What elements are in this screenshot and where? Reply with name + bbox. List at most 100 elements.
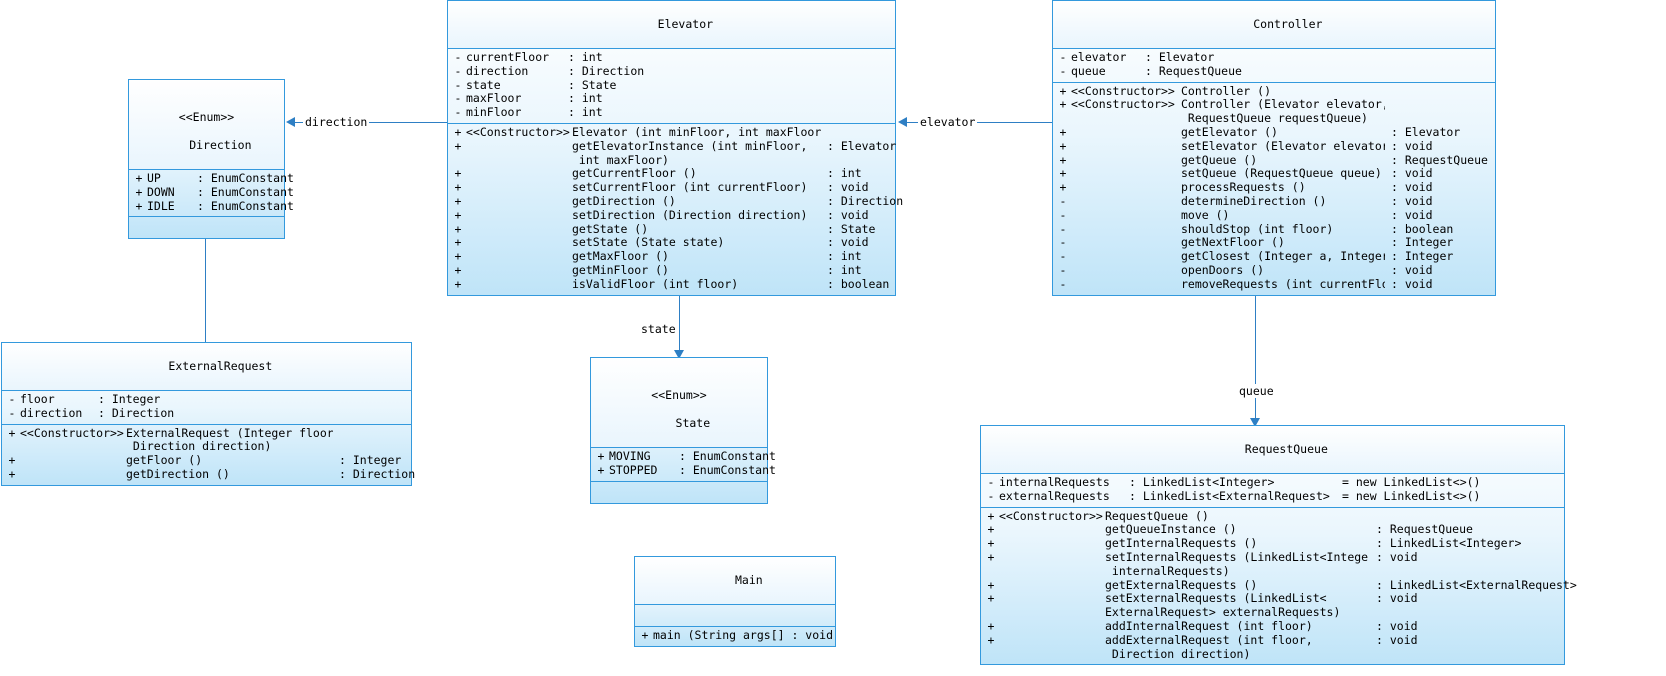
attribute-row: + DOWN : EnumConstant [129, 185, 294, 200]
method-row: + setQueue (RequestQueue queue) : void [1053, 167, 1495, 181]
attribute-initializer: = new LinkedList<>() [1342, 475, 1481, 489]
visibility-marker: + [135, 171, 143, 185]
class-box-elevator[interactable]: Elevator - currentFloor : int - directio… [447, 0, 904, 296]
attribute-type: : Direction [568, 63, 645, 78]
attribute-name: UP [147, 172, 161, 185]
method-row: + getInternalRequests () : LinkedList<In… [981, 536, 1564, 551]
edge-controller-queue-arrowhead [1250, 418, 1260, 427]
method-signature: openDoors () [1181, 263, 1265, 277]
attribute-row: - minFloor : int [448, 105, 895, 120]
method-row: - move () : void [1053, 207, 1495, 223]
method-return-type: : void [1376, 591, 1418, 606]
visibility-marker: + [1059, 180, 1067, 195]
attribute-type: : EnumConstant [197, 198, 294, 213]
class-box-main[interactable]: Main + main (String args[]) : void [634, 556, 836, 647]
method-row: + setElevator (Elevator elevator) : void [1053, 139, 1495, 154]
methods-section-elevator: + <<Constructor>> Elevator (int minFloor… [448, 124, 904, 295]
method-signature: removeRequests (int currentFloor) [1181, 277, 1385, 291]
method-signature: move () [1181, 208, 1230, 222]
visibility-marker: - [1059, 235, 1067, 250]
method-stereotype: <<Constructor>> [1071, 97, 1175, 112]
class-box-controller[interactable]: Controller - elevator : Elevator - queue… [1052, 0, 1496, 296]
visibility-marker: + [135, 198, 143, 213]
visibility-marker: - [987, 475, 995, 489]
visibility-marker: + [454, 193, 462, 208]
method-signature: getDirection () [126, 467, 230, 481]
method-signature: Controller () [1181, 84, 1272, 98]
class-name-main: Main [735, 573, 763, 587]
method-return-type: : boolean [827, 276, 890, 291]
visibility-marker: - [1059, 207, 1067, 222]
attribute-initializer: = new LinkedList<>() [1342, 488, 1481, 503]
method-return-type: : void [1391, 207, 1433, 222]
method-row: + getMaxFloor () : int [448, 249, 895, 264]
visibility-marker: + [1059, 124, 1067, 139]
method-row: + setDirection (Direction direction) : v… [448, 207, 895, 223]
method-row: + <<Constructor>> Controller () [1053, 83, 1495, 99]
method-return-type: : Integer [339, 453, 402, 468]
method-signature: getMinFloor () [572, 263, 669, 277]
method-signature: RequestQueue () [1105, 509, 1209, 523]
method-return-type: : void [827, 235, 869, 250]
attribute-type: : int [568, 91, 603, 106]
method-signature: getNextFloor () [1181, 236, 1285, 250]
attribute-type: : EnumConstant [197, 184, 294, 199]
attribute-name: externalRequests [999, 489, 1110, 503]
visibility-marker: - [454, 77, 462, 92]
method-row: - openDoors () : void [1053, 262, 1495, 278]
method-return-type: : void [1391, 276, 1433, 291]
method-signature: getQueue () [1181, 153, 1258, 167]
attribute-name: maxFloor [466, 92, 522, 106]
visibility-marker: - [1059, 262, 1067, 277]
class-box-external-request[interactable]: ExternalRequest - floor : Integer - dire… [1, 342, 416, 486]
visibility-marker: - [8, 405, 16, 420]
method-return-type: : void [1391, 166, 1433, 181]
method-row: + getQueue () : RequestQueue [1053, 152, 1495, 168]
attribute-row: + MOVING : EnumConstant [591, 449, 776, 464]
methods-section-direction [129, 217, 284, 238]
method-signature: processRequests () [1181, 181, 1306, 195]
attribute-row: - currentFloor : int [448, 50, 895, 65]
visibility-marker: + [454, 180, 462, 195]
edge-controller-elevator-arrowhead [898, 117, 907, 127]
method-signature: setState (State state) [572, 236, 725, 250]
edge-elevator-direction-line [294, 122, 448, 123]
class-box-state[interactable]: <<Enum>> State + MOVING : EnumConstant +… [590, 357, 776, 504]
method-return-type: : Direction [339, 466, 416, 481]
method-stereotype: <<Constructor>> [1071, 83, 1175, 98]
attribute-name: direction [466, 64, 529, 78]
method-row: - getClosest (Integer a, Integer b) : In… [1053, 249, 1495, 264]
attribute-row: - floor : Integer [2, 392, 411, 407]
method-signature: isValidFloor (int floor) [572, 277, 739, 291]
method-signature: setDirection (Direction direction) [572, 208, 808, 222]
method-row: + getElevator () : Elevator [1053, 124, 1495, 140]
method-row: + getQueueInstance () : RequestQueue [981, 523, 1564, 537]
edge-externalrequest-direction-line [205, 190, 206, 342]
attributes-section-elevator: - currentFloor : int - direction : Direc… [448, 49, 895, 124]
class-name-direction: Direction [189, 138, 252, 152]
class-stereotype-direction: <<Enum>> [178, 110, 235, 124]
visibility-marker: + [454, 207, 462, 222]
method-row: + getCurrentFloor () : int [448, 167, 895, 181]
method-row: + main (String args[]) : void [635, 628, 835, 643]
visibility-marker: - [454, 63, 462, 78]
attribute-row: - state : State [448, 77, 895, 93]
method-signature: addExternalRequest (int floor, Direction… [1105, 633, 1313, 661]
visibility-marker: + [8, 453, 16, 468]
class-title-elevator: Elevator [448, 1, 895, 49]
method-row: + <<Constructor>> RequestQueue () [981, 509, 1564, 524]
method-row: + <<Constructor>> Controller (Elevator e… [1053, 98, 1495, 126]
visibility-marker: - [987, 488, 995, 503]
visibility-marker: + [1059, 152, 1067, 167]
attribute-row: - direction : Direction [448, 63, 895, 79]
class-box-request-queue[interactable]: RequestQueue - internalRequests : Linked… [980, 425, 1577, 666]
method-return-type: : Integer [1391, 249, 1454, 264]
method-row: + setInternalRequests (LinkedList<Intege… [981, 550, 1564, 579]
method-row: + processRequests () : void [1053, 180, 1495, 195]
class-box-direction[interactable]: <<Enum>> Direction + UP : EnumConstant +… [128, 79, 294, 240]
visibility-marker: + [1059, 166, 1067, 181]
attribute-name: queue [1071, 64, 1106, 78]
visibility-marker: + [8, 466, 16, 481]
attribute-name: currentFloor [466, 51, 550, 64]
method-return-type: : LinkedList<Integer> [1376, 536, 1522, 551]
